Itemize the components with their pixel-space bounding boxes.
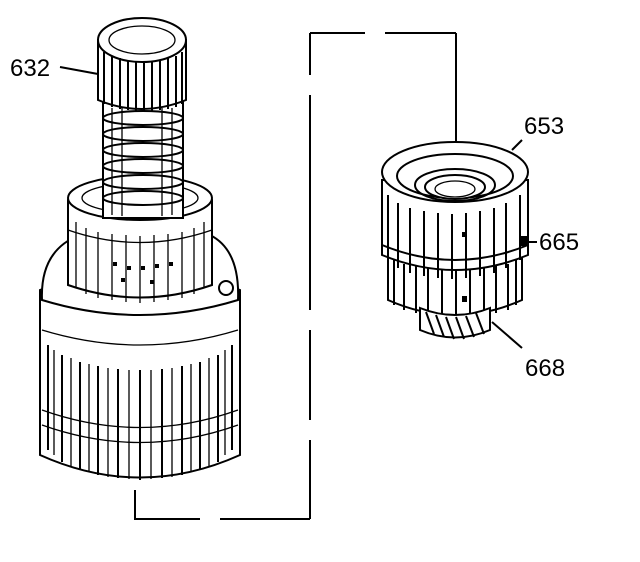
leader-lines	[59, 66, 537, 349]
shaft	[102, 99, 184, 219]
splined-shaft-end	[97, 17, 187, 111]
callout-668: 668	[525, 355, 565, 382]
callout-632: 632	[10, 55, 50, 82]
gear-drum-assembly	[381, 141, 529, 340]
callout-653: 653	[524, 113, 564, 140]
callout-665: 665	[539, 229, 579, 256]
